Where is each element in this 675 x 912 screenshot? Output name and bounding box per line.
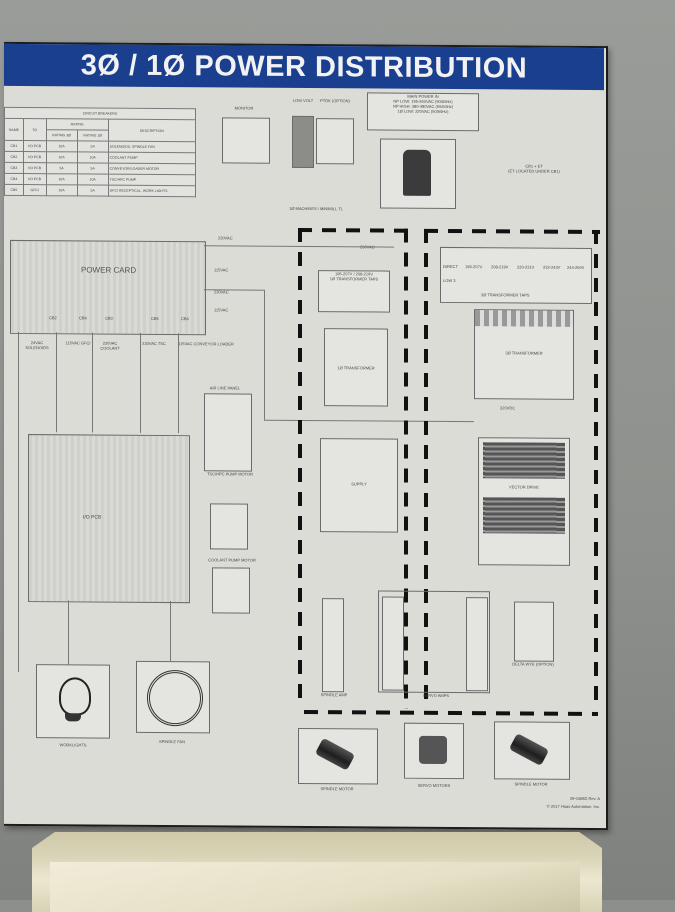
circuit-breaker-table: CIRCUIT BREAKERS NAME TO RATING DESCRIPT… xyxy=(4,107,196,197)
feed-label: 24VAC SOLENOIDS xyxy=(25,340,49,351)
spindle-motor-left-label: SPINDLE MOTOR xyxy=(320,786,354,792)
tray-inner xyxy=(50,862,580,912)
main-power-line: 1Ø LOW: 220VAC (50/60Hz) xyxy=(397,108,449,114)
motor-icon xyxy=(508,733,550,767)
servo-amps-label: SERVO AMPS xyxy=(422,692,450,698)
spindle-motor-right-label: SPINDLE MOTOR xyxy=(514,781,548,787)
pc-breaker: CB5 xyxy=(151,315,159,321)
feed-label: 230VAC COOLANT xyxy=(100,340,120,351)
servo-amp xyxy=(466,597,488,692)
servo-motors-box xyxy=(404,722,464,780)
coolant-pump-label: COOLANT PUMP MOTOR xyxy=(208,557,256,563)
pc-breaker: CB4 xyxy=(181,316,189,322)
low-volt-terminal xyxy=(292,115,314,169)
fan-icon xyxy=(147,669,203,727)
air-line-panel-label: AIR LINE PANEL xyxy=(209,385,241,391)
tsc-pump-label: TSC/HPC PUMP MOTOR xyxy=(206,471,254,477)
spindle-amp-label: SPINDLE AMP xyxy=(320,692,348,698)
copyright: © 2017 Haas Automation, Inc. xyxy=(546,803,600,810)
wire-label: 115VAC xyxy=(214,307,229,313)
wire-label: 115VAC xyxy=(214,267,229,273)
air-line-panel xyxy=(204,393,252,472)
monitor-label: MONITOR xyxy=(234,105,254,111)
col-3ph: RATING 3Ø xyxy=(46,129,78,141)
ptdk-label: PTDK (OPTION) xyxy=(320,98,350,104)
col-description: DESCRIPTION xyxy=(108,119,196,142)
worklight-box xyxy=(36,664,110,739)
delta-wye-label: DELTA WYE (OPTION) xyxy=(512,661,554,667)
doc-number: 29-0468D Rev. A xyxy=(569,795,600,802)
pc-breaker: CB3 xyxy=(105,315,113,321)
supply-module: SUPPLY xyxy=(320,438,398,533)
delta-wye-box xyxy=(514,601,554,662)
motor-icon xyxy=(314,737,356,771)
col-rating: RATING xyxy=(46,118,109,131)
3ph-transformer: 3Ø TRANSFORMER xyxy=(474,309,574,400)
dc-bus-label: 320VDC xyxy=(500,405,516,411)
main-power-in-box: MAIN POWER IN NP LOW: 195-260VAC (50/60H… xyxy=(367,92,479,132)
pc-breaker: CB2 xyxy=(49,315,57,321)
spindle-fan-label: SPINDLE FAN xyxy=(158,738,185,745)
3ph-transformer-taps-table: DIRECT LOW 3 195-207V 208-219V 220-231V … xyxy=(440,246,592,304)
power-distribution-poster: 3Ø / 1Ø POWER DISTRIBUTION CIRCUIT BREAK… xyxy=(4,41,608,831)
low-volt-label: LOW VOLT xyxy=(292,97,314,104)
spindle-fan-box xyxy=(136,660,210,734)
io-pcb-label: I/O PCB xyxy=(83,514,102,521)
power-card-label: POWER CARD xyxy=(81,265,137,275)
wire-label: 230VAC xyxy=(218,235,233,241)
servo-motors-label: SERVO MOTORS xyxy=(417,782,451,789)
poster-title: 3Ø / 1Ø POWER DISTRIBUTION xyxy=(4,43,604,91)
machines-note: 1Ø MACHINES / MINIMILL TL xyxy=(289,205,343,212)
coolant-pump-motor xyxy=(212,567,250,614)
col-name: NAME xyxy=(4,118,24,141)
servo-amp xyxy=(382,596,404,691)
tsc-pump-motor xyxy=(210,503,248,550)
lightbulb-icon xyxy=(59,677,91,716)
spindle-motor-left-box xyxy=(298,727,378,785)
ptdk-box xyxy=(316,118,354,165)
1ph-transformer-taps: 195-207V / 208-219V 1Ø TRANSFORMER TAPS xyxy=(318,270,390,313)
worklights-label: WORKLIGHTS xyxy=(59,742,87,748)
feed-label: 230VAC TSC xyxy=(142,340,166,347)
feed-label: 115VAC CONVEYOR LOADER xyxy=(178,341,234,347)
spindle-amp xyxy=(322,598,344,693)
io-pcb: I/O PCB xyxy=(28,434,190,604)
power-card: POWER CARD CB2 CB4 CB3 CB5 CB4 xyxy=(10,239,206,336)
1ph-transformer: 1Ø TRANSFORMER xyxy=(324,328,388,407)
main-breaker-box xyxy=(380,138,456,210)
main-breaker-icon xyxy=(403,149,431,196)
feed-label: 115VAC GFCI xyxy=(65,340,91,346)
servo-motor-icon xyxy=(419,735,447,764)
cb1-et-label: CB1 + ET(ET LOCATED UNDER CB1) xyxy=(508,163,560,174)
col-to: TO xyxy=(23,118,47,141)
monitor-box xyxy=(222,117,270,164)
spindle-motor-right-box xyxy=(494,721,570,780)
vector-drive: VECTOR DRIVE xyxy=(478,437,570,566)
pc-breaker: CB4 xyxy=(79,315,87,321)
col-1ph: RATING 1Ø xyxy=(77,129,109,142)
